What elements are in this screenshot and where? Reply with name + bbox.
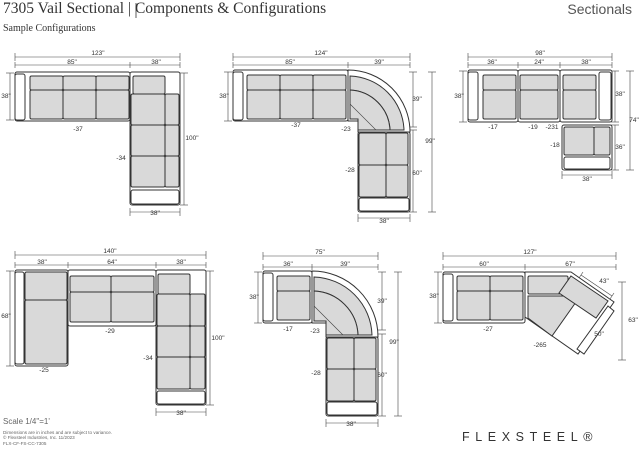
dimension-label: 68" xyxy=(1,313,11,320)
disclaimer-line: FLX-CF-FS-CC-7305 xyxy=(3,440,47,446)
dimension-labels: 123" 85" 38" 38" 100" 38" 124" 85" 39" 3… xyxy=(1,50,639,428)
model-number: -23 xyxy=(341,126,351,133)
dimension-label: 39" xyxy=(374,59,384,66)
dimension-label: 36" xyxy=(615,144,625,151)
model-number: -25 xyxy=(39,367,49,374)
disclaimer: Dimensions are in inches and are subject… xyxy=(3,430,112,446)
config-5-dimensions xyxy=(254,252,402,427)
model-number: -23 xyxy=(310,328,320,335)
dimension-label: 39" xyxy=(377,298,387,305)
model-number: -17 xyxy=(283,326,293,333)
scale-note: Scale 1/4"=1' xyxy=(3,417,50,426)
dimension-label: 85" xyxy=(67,59,77,66)
dimension-label: 38" xyxy=(582,176,592,183)
model-number: -37 xyxy=(291,122,301,129)
model-number: -265 xyxy=(533,342,546,349)
config-3-dimensions xyxy=(459,53,634,179)
config-5 xyxy=(254,252,402,427)
dimension-label: 24" xyxy=(534,59,544,66)
dimension-label: 123" xyxy=(91,50,105,57)
dimension-label: 60" xyxy=(479,261,489,268)
dimension-label: 98" xyxy=(535,50,545,57)
config-6 xyxy=(434,252,626,361)
dimension-label: 38" xyxy=(249,294,259,301)
model-number: -27 xyxy=(483,326,493,333)
config-2-dimensions xyxy=(224,53,436,222)
model-number: -34 xyxy=(143,355,153,362)
config-3 xyxy=(459,53,634,179)
dimension-label: 85" xyxy=(285,59,295,66)
dimension-label: 38" xyxy=(615,91,625,98)
config-2 xyxy=(224,53,436,222)
config-6-dimensions xyxy=(434,252,626,361)
dimension-label: 38" xyxy=(581,59,591,66)
dimension-label: 100" xyxy=(211,335,225,342)
dimension-label: 38" xyxy=(151,59,161,66)
dimension-label: 43" xyxy=(599,278,609,285)
model-number: -28 xyxy=(311,370,321,377)
model-number: -231 xyxy=(545,124,558,131)
dimension-label: 38" xyxy=(176,259,186,266)
disclaimer-line: Dimensions are in inches and are subject… xyxy=(3,430,113,435)
dimension-label: 38" xyxy=(454,93,464,100)
dimension-label: 38" xyxy=(37,259,47,266)
dimension-label: 99" xyxy=(389,339,399,346)
dimension-label: 38" xyxy=(176,410,186,417)
model-number: -18 xyxy=(550,142,560,149)
section-subtitle: Sample Configurations xyxy=(3,23,96,34)
model-number: -28 xyxy=(345,167,355,174)
dimension-label: 38" xyxy=(429,293,439,300)
model-labels: -37 -34 -37 -23 -28 -17 -19 -231 -18 -29… xyxy=(39,122,560,377)
dimension-label: 50" xyxy=(594,331,604,338)
model-number: -19 xyxy=(528,124,538,131)
dimension-label: 38" xyxy=(1,93,11,100)
dimension-label: 67" xyxy=(565,261,575,268)
dimension-label: 39" xyxy=(340,261,350,268)
dimension-label: 38" xyxy=(346,421,356,428)
model-number: -34 xyxy=(116,155,126,162)
config-1 xyxy=(6,53,188,216)
dimension-label: 39" xyxy=(412,96,422,103)
dimension-label: 38" xyxy=(379,218,389,225)
dimension-label: 38" xyxy=(219,93,229,100)
dimension-label: 100" xyxy=(185,135,199,142)
config-1-dimensions xyxy=(6,53,188,216)
dimension-label: 124" xyxy=(314,50,328,57)
config-4 xyxy=(6,251,214,416)
disclaimer-line: © Flexsteel Industries, Inc. 11/2023 xyxy=(3,435,75,441)
model-number: -37 xyxy=(73,126,83,133)
dimension-label: 36" xyxy=(487,59,497,66)
dimension-label: 127" xyxy=(523,249,537,256)
brand-logo: FLEXSTEEL® xyxy=(462,430,599,444)
model-number: -17 xyxy=(488,124,498,131)
config-4-dimensions xyxy=(6,251,214,416)
dimension-label: 38" xyxy=(150,210,160,217)
dimension-label: 60" xyxy=(377,372,387,379)
page-title: 7305 Vail Sectional | Components & Confi… xyxy=(3,0,327,17)
dimension-label: 63" xyxy=(628,317,638,324)
dimension-label: 36" xyxy=(283,261,293,268)
dimension-label: 74" xyxy=(629,117,639,124)
model-number: -29 xyxy=(105,328,115,335)
dimension-label: 64" xyxy=(107,259,117,266)
dimension-label: 140" xyxy=(103,248,117,255)
dimension-label: 99" xyxy=(425,138,435,145)
dimension-label: 60" xyxy=(412,170,422,177)
dimension-label: 75" xyxy=(315,249,325,256)
category-label: Sectionals xyxy=(567,1,632,17)
